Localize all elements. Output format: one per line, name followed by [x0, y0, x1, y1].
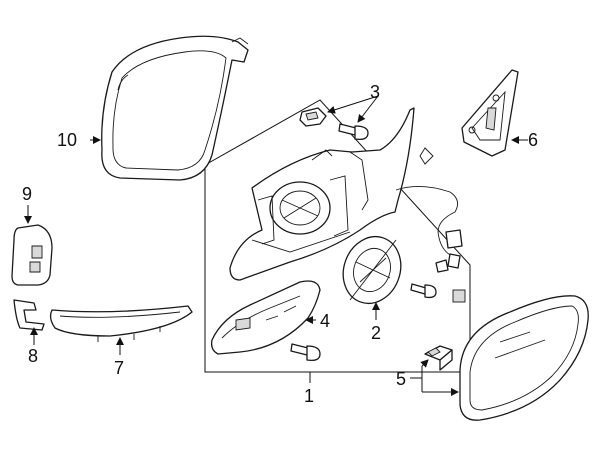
- leader-3b: [357, 95, 379, 123]
- callout-8: 8: [28, 346, 38, 366]
- callout-5: 5: [396, 369, 406, 389]
- lower-cover-part: [210, 280, 321, 355]
- bolt-lower-part: [290, 343, 321, 362]
- mirror-glass-part: [459, 295, 589, 421]
- callout-4: 4: [320, 311, 330, 331]
- leader-5a: [420, 359, 429, 368]
- bolt-lower-right-part: [410, 259, 449, 299]
- seal-part: [13, 299, 45, 331]
- clip-part: [299, 107, 327, 127]
- callout-10: 10: [57, 130, 77, 150]
- turn-signal-lamp-part: [49, 305, 193, 342]
- cover-clip-part: [11, 224, 53, 286]
- heater-connector-part: [424, 345, 453, 371]
- callout-2: 2: [371, 323, 381, 343]
- bracket-part: [461, 69, 519, 157]
- callout-6: 6: [528, 130, 538, 150]
- callout-3: 3: [370, 82, 380, 102]
- callout-7: 7: [114, 358, 124, 378]
- wire-harness-part: [395, 186, 466, 303]
- leader-3a: [327, 95, 379, 114]
- mirror-base-assembly: [229, 107, 434, 281]
- callout-1: 1: [304, 386, 314, 406]
- motor-part: [342, 235, 402, 305]
- callout-9: 9: [22, 184, 32, 204]
- assembly-outline: [204, 99, 471, 373]
- mirror-cover-part: [101, 35, 249, 181]
- bolt-upper-part: [338, 123, 369, 141]
